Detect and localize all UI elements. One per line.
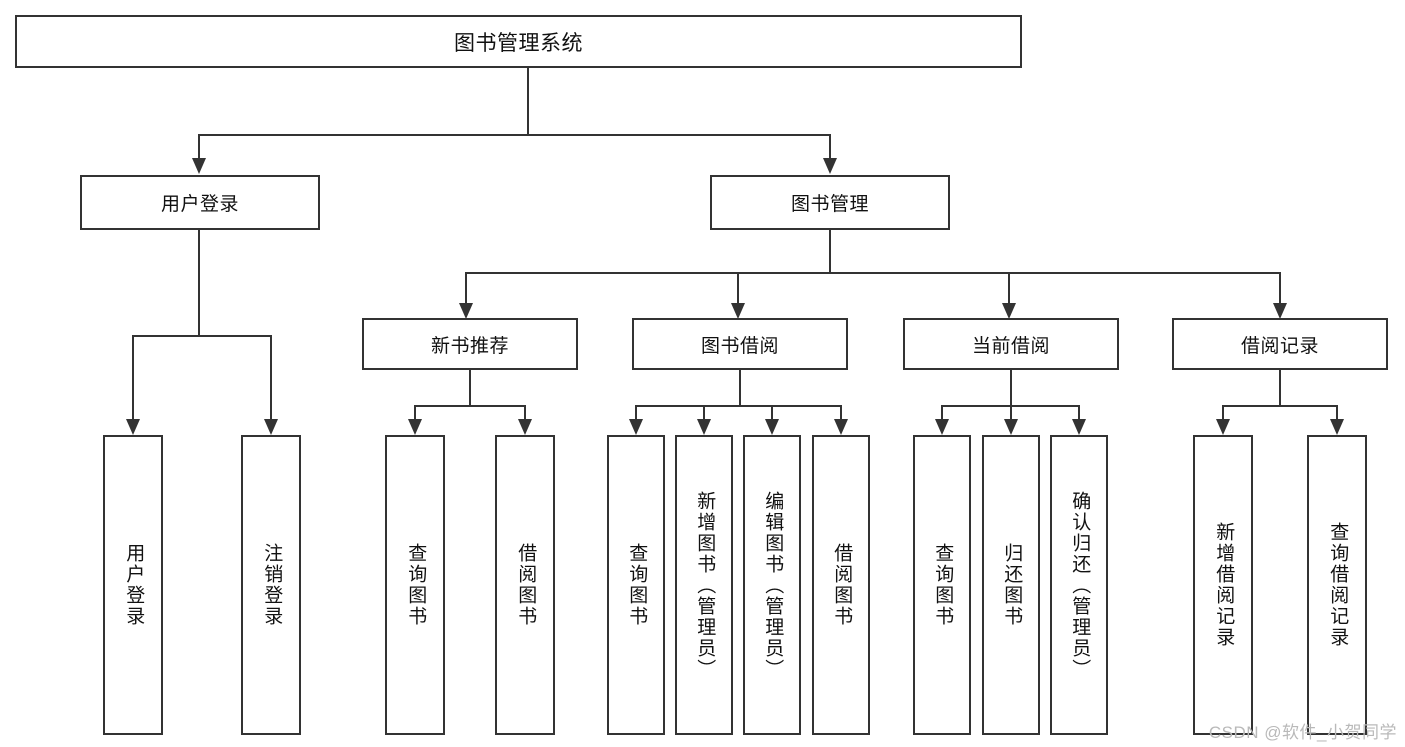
leaf-new-book-query-book[interactable]: 查询图书: [385, 435, 445, 735]
connector-new-book-to-leaf-1: [414, 405, 416, 421]
arrowhead-current-borrow-to-leaf-3: [1072, 419, 1086, 435]
connector-root-to-user-login: [198, 134, 200, 160]
connector-root-stem: [527, 68, 529, 135]
connector-borrow-record-stem: [1279, 370, 1281, 406]
node-borrow-record[interactable]: 借阅记录: [1172, 318, 1388, 370]
arrowhead-bm-to-current-borrow: [1002, 303, 1016, 319]
arrowhead-current-borrow-to-leaf-1: [935, 419, 949, 435]
node-book-borrow[interactable]: 图书借阅: [632, 318, 848, 370]
connector-book-borrow-to-leaf-4: [840, 405, 842, 421]
arrowhead-current-borrow-to-leaf-2: [1004, 419, 1018, 435]
connector-book-borrow-to-leaf-3: [771, 405, 773, 421]
connector-bm-to-new-book: [465, 272, 467, 310]
connector-book-borrow-to-leaf-1: [635, 405, 637, 421]
connector-book-borrow-bus: [635, 405, 841, 407]
arrowhead-new-book-to-leaf-2: [518, 419, 532, 435]
arrowhead-user-login-to-leaf-2: [264, 419, 278, 435]
connector-bm-to-current-borrow: [1008, 272, 1010, 310]
connector-bm-to-borrow-record: [1279, 272, 1281, 310]
connector-current-borrow-to-leaf-1: [941, 405, 943, 421]
connector-new-book-bus: [414, 405, 526, 407]
connector-user-login-to-leaf-2: [270, 335, 272, 421]
connector-root-bus: [198, 134, 830, 136]
leaf-current-borrow-return-book[interactable]: 归还图书: [982, 435, 1040, 735]
node-new-book-recommend[interactable]: 新书推荐: [362, 318, 578, 370]
connector-new-book-stem: [469, 370, 471, 406]
arrowhead-bm-to-book-borrow: [731, 303, 745, 319]
connector-borrow-record-to-leaf-1: [1222, 405, 1224, 421]
connector-user-login-bus: [132, 335, 272, 337]
leaf-book-borrow-borrow-book[interactable]: 借阅图书: [812, 435, 870, 735]
leaf-book-borrow-edit-book-admin[interactable]: 编辑图书（管理员）: [743, 435, 801, 735]
arrowhead-book-borrow-to-leaf-4: [834, 419, 848, 435]
leaf-book-borrow-query-book[interactable]: 查询图书: [607, 435, 665, 735]
connector-book-borrow-to-leaf-2: [703, 405, 705, 421]
arrowhead-root-to-book-management: [823, 158, 837, 174]
node-book-management[interactable]: 图书管理: [710, 175, 950, 230]
connector-bm-to-book-borrow: [737, 272, 739, 310]
leaf-current-borrow-confirm-return-admin[interactable]: 确认归还（管理员）: [1050, 435, 1108, 735]
connector-root-to-book-management: [829, 134, 831, 160]
node-current-borrow[interactable]: 当前借阅: [903, 318, 1119, 370]
leaf-borrow-record-add-record[interactable]: 新增借阅记录: [1193, 435, 1253, 735]
connector-current-borrow-to-leaf-2: [1010, 405, 1012, 421]
connector-book-management-bus: [465, 272, 1281, 274]
connector-current-borrow-stem: [1010, 370, 1012, 406]
connector-user-login-to-leaf-1: [132, 335, 134, 421]
leaf-book-borrow-add-book-admin[interactable]: 新增图书（管理员）: [675, 435, 733, 735]
leaf-user-login-login[interactable]: 用户登录: [103, 435, 163, 735]
connector-book-management-stem: [829, 230, 831, 274]
leaf-current-borrow-query-book[interactable]: 查询图书: [913, 435, 971, 735]
arrowhead-borrow-record-to-leaf-1: [1216, 419, 1230, 435]
csdn-watermark: CSDN @软件_小贺同学: [1208, 723, 1397, 742]
connector-book-borrow-stem: [739, 370, 741, 406]
connector-borrow-record-bus: [1222, 405, 1338, 407]
arrowhead-bm-to-new-book: [459, 303, 473, 319]
arrowhead-root-to-user-login: [192, 158, 206, 174]
arrowhead-book-borrow-to-leaf-2: [697, 419, 711, 435]
arrowhead-book-borrow-to-leaf-1: [629, 419, 643, 435]
connector-current-borrow-to-leaf-3: [1078, 405, 1080, 421]
connector-new-book-to-leaf-2: [524, 405, 526, 421]
arrowhead-new-book-to-leaf-1: [408, 419, 422, 435]
leaf-borrow-record-query-record[interactable]: 查询借阅记录: [1307, 435, 1367, 735]
node-user-login[interactable]: 用户登录: [80, 175, 320, 230]
node-root-library-management-system[interactable]: 图书管理系统: [15, 15, 1022, 68]
arrowhead-bm-to-borrow-record: [1273, 303, 1287, 319]
arrowhead-book-borrow-to-leaf-3: [765, 419, 779, 435]
arrowhead-borrow-record-to-leaf-2: [1330, 419, 1344, 435]
leaf-user-login-logout[interactable]: 注销登录: [241, 435, 301, 735]
arrowhead-user-login-to-leaf-1: [126, 419, 140, 435]
leaf-new-book-borrow-book[interactable]: 借阅图书: [495, 435, 555, 735]
connector-borrow-record-to-leaf-2: [1336, 405, 1338, 421]
connector-user-login-stem: [198, 230, 200, 336]
